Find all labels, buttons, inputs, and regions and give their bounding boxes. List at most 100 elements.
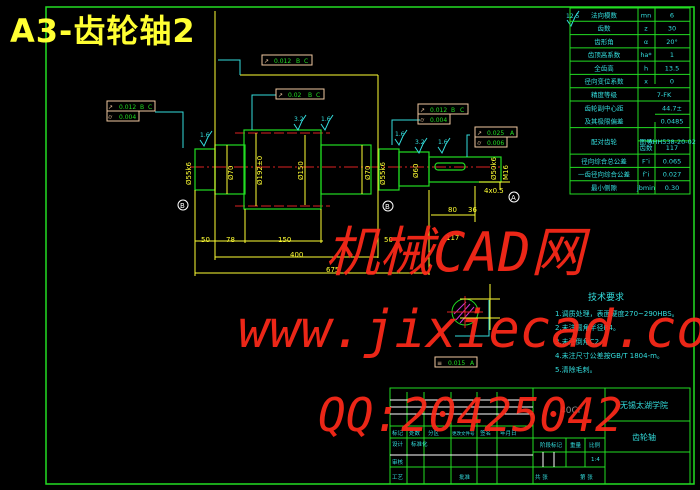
tb-label: 标记 — [392, 429, 404, 437]
gear-parameter-table — [569, 7, 691, 195]
gear-table-sym: x — [644, 78, 648, 86]
tech-req-item: 3.未注倒角C2。 — [555, 337, 606, 346]
dim-d2: Ø70 — [227, 166, 235, 180]
dim-l5: 675 — [326, 266, 339, 274]
roughness-icon: 1.6 — [199, 130, 213, 148]
gdt-left-cyl: 0.004 — [119, 114, 136, 121]
dim-d1: Ø55k6 — [185, 162, 193, 185]
gear-table-sym: F″i — [642, 157, 650, 165]
leader-lines — [155, 59, 490, 337]
svg-text:≡: ≡ — [437, 360, 442, 367]
dim-l2: 78 — [226, 236, 235, 244]
tb-label: 第 张 — [580, 473, 593, 481]
title-block-white-lines — [390, 399, 555, 467]
svg-text:↗: ↗ — [420, 107, 425, 114]
tb-label: 批准 — [459, 473, 471, 481]
dim-d5: Ø70 — [364, 166, 372, 180]
svg-text:↗: ↗ — [108, 104, 113, 111]
dim-chamfer: 4x0.5 — [484, 187, 504, 195]
roughness-icon: 3.2 — [293, 114, 307, 132]
gear-table-label: 径向综合总公差 — [581, 156, 627, 165]
tb-label: 处数 — [409, 429, 421, 437]
tb-label: 比例 — [589, 441, 601, 449]
gear-table-label: 法向模数 — [591, 10, 618, 19]
tb-label: 共 张 — [535, 473, 548, 481]
tb-label: 重量 — [570, 441, 582, 449]
gdt-far-runout: 0.025 — [487, 130, 504, 137]
gdt-top-c: C — [304, 58, 308, 65]
title-block-labels: 标记 处数 分区 更改文件号 签名 年月日 设计 标准化 阶段标记 重量 比例 … — [392, 400, 668, 481]
roughness-global: 12.5 — [566, 13, 580, 20]
gdt-frame-far: ↗ 0.025 A ⌭ 0.006 — [474, 126, 518, 148]
gdt-section-a: A — [470, 360, 475, 367]
gdt-datum-b: B — [140, 104, 144, 111]
gear-table-label: 一齿径向综合公差 — [578, 170, 631, 179]
gdt-top-runout: 0.012 — [274, 58, 291, 65]
gear-table-val: 30 — [668, 25, 676, 33]
datum-b-right: B — [382, 200, 394, 212]
gdt-frame-top: ↗ 0.012 B C — [261, 54, 313, 66]
gear-table-val: 6 — [670, 11, 674, 19]
dimension-lines — [194, 11, 510, 276]
watermark-site-name: 机械CAD网 — [325, 221, 585, 284]
dimension-texts: 50 78 150 400 675 80 36 50 117 4x0.5 Ø55… — [185, 156, 510, 274]
gear-table-val: 0.30 — [665, 184, 679, 192]
watermark-qq: QQ:20425042 — [318, 388, 623, 442]
gdt-right-b: B — [451, 107, 455, 114]
datum-a: A — [508, 191, 520, 203]
gear-table-val: AHH538-20-02 — [648, 138, 696, 146]
gear-table-sym: f″i — [643, 171, 650, 179]
dim-d3: Ø192±0 — [256, 156, 264, 185]
section-view — [447, 284, 500, 330]
tb-material: 40Cr — [560, 406, 582, 416]
gdt-frame-left: ↗ 0.012 B C ⌭ 0.004 — [106, 100, 156, 122]
roughness-value: 1.6 — [200, 132, 210, 139]
gdt-far-cyl: 0.006 — [487, 140, 504, 147]
gear-table-sym: α — [644, 38, 648, 46]
technical-requirements: 技术要求 1.调质处理，表面硬度270~290HBS。 2.未注圆角半径R4。 … — [555, 291, 679, 374]
roughness-value: 3.2 — [294, 116, 304, 123]
datum-label: A — [511, 194, 516, 202]
gear-table-sym: 齿数 — [640, 143, 654, 152]
tech-req-item: 5.清除毛刺。 — [555, 365, 597, 374]
gear-table-sym: z — [644, 25, 648, 33]
dim-d4: Ø150 — [297, 161, 305, 180]
gear-table-val: 1 — [670, 51, 674, 59]
tb-label: 阶段标记 — [540, 441, 563, 449]
tech-req-item: 2.未注圆角半径R4。 — [555, 323, 620, 332]
tb-school: 无锡太湖学院 — [620, 400, 668, 410]
tech-req-item: 4.未注尺寸公差按GB/T 1804-m。 — [555, 351, 664, 360]
gear-table-label: 精度等级 — [591, 90, 618, 99]
dim-l7: 36 — [468, 206, 477, 214]
gear-table-label: 全齿高 — [594, 63, 614, 72]
svg-text:⌭: ⌭ — [477, 140, 482, 147]
gear-table-sym: ha* — [640, 51, 652, 59]
gear-table-sym: h — [644, 64, 648, 72]
datum-b-left: B — [177, 199, 189, 211]
tb-label: 标准化 — [411, 440, 428, 448]
tb-part-name: 齿轮轴 — [632, 432, 656, 442]
gdt-frame-right: ↗ 0.012 B C ⌭ 0.004 — [417, 103, 469, 125]
roughness-icon: 1.6 — [437, 137, 451, 155]
roughness-value: 1.6 — [321, 116, 331, 123]
gdt-top-b: B — [296, 58, 300, 65]
gear-table-label: 配对齿轮 — [591, 137, 618, 146]
dim-l1: 50 — [201, 236, 210, 244]
gdt-right-runout: 0.012 — [430, 107, 447, 114]
gdt-right-c: C — [460, 107, 464, 114]
dim-l3: 150 — [278, 236, 291, 244]
tb-label: 审核 — [392, 458, 404, 466]
dim-d7: Ø60 — [412, 164, 420, 178]
gear-table-sym: mn — [641, 11, 651, 19]
dim-d8: Ø50k6 — [490, 157, 498, 180]
gear-table-val: 117 — [666, 144, 678, 152]
tb-label: 设计 — [392, 440, 404, 448]
svg-text:↗: ↗ — [278, 92, 283, 99]
gear-table-val: 20° — [666, 38, 678, 46]
gear-table-val: 44.7± — [662, 104, 682, 112]
gear-table-val: 0.0485 — [661, 118, 684, 126]
watermark-url: www.jixiecad.com — [238, 300, 700, 360]
dim-d9: M16 — [502, 165, 510, 180]
